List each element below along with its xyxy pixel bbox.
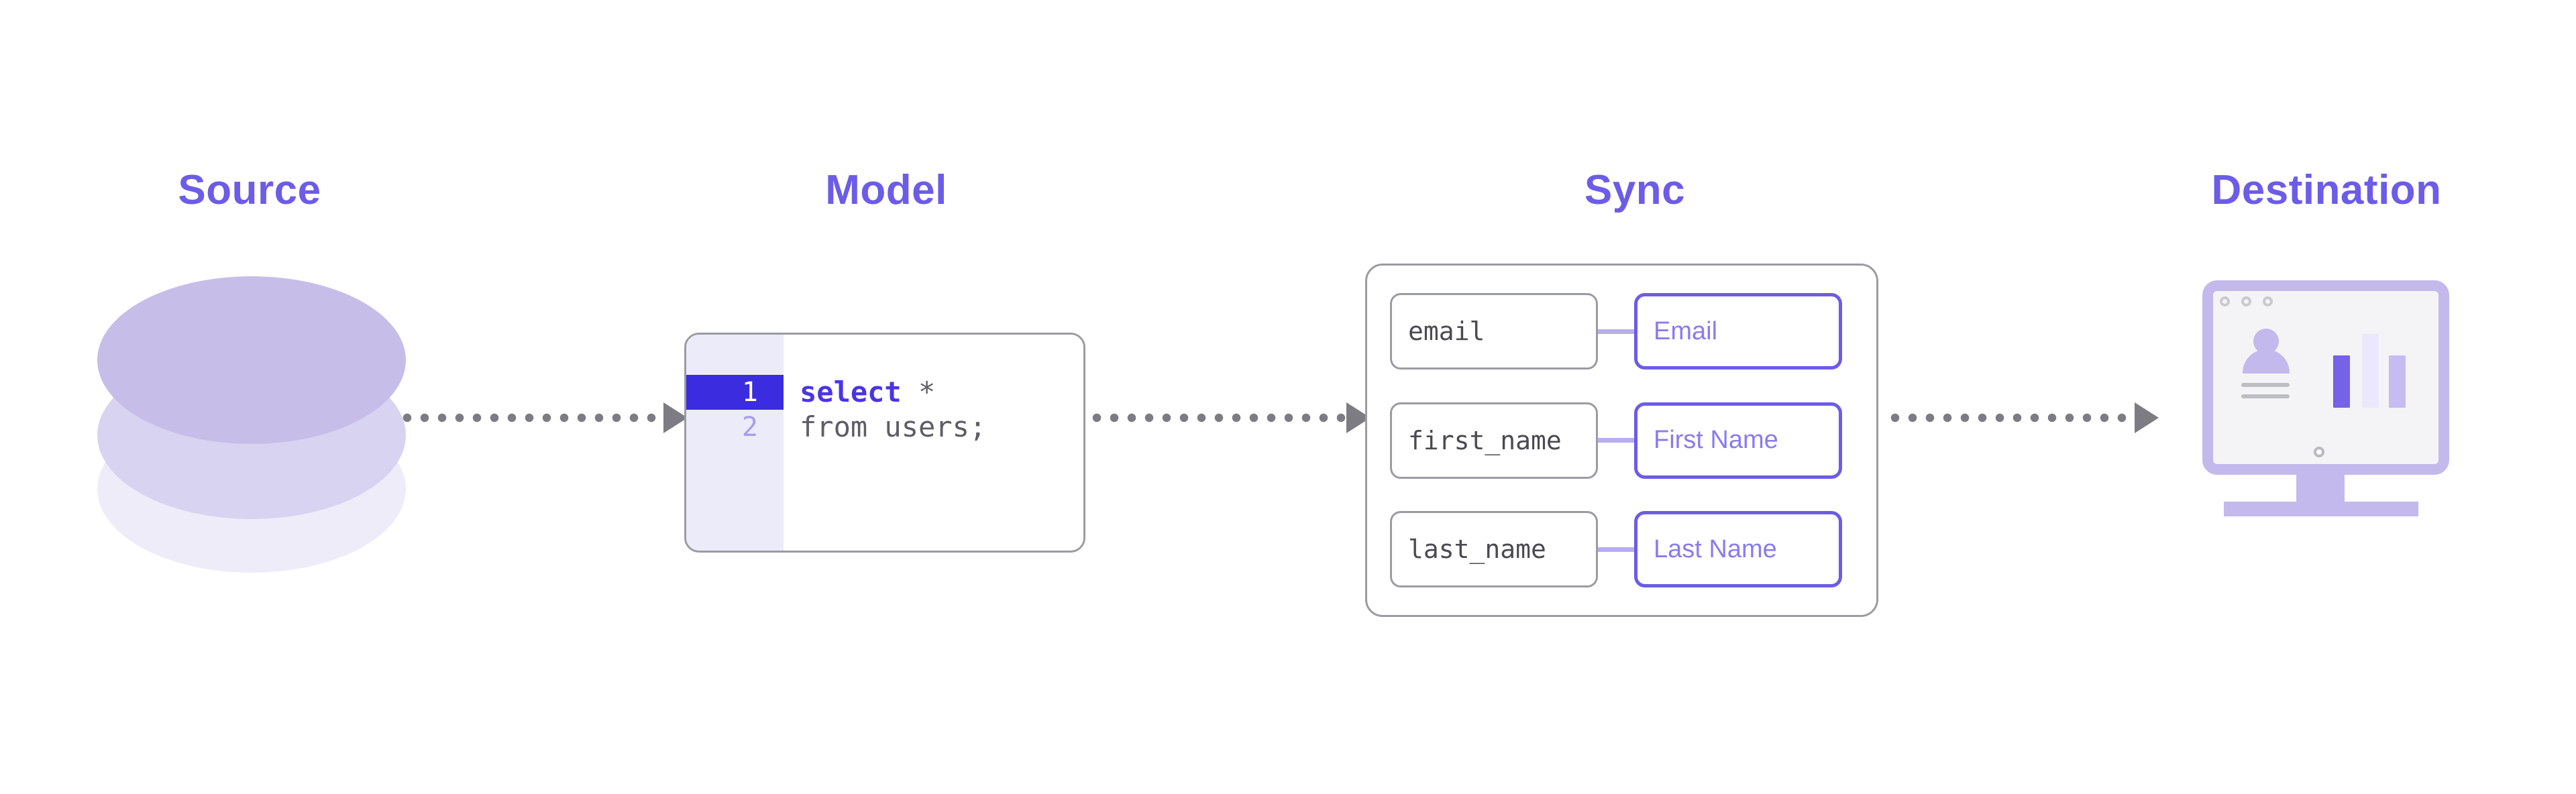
mapping-link-line [1598, 438, 1634, 443]
code-gutter: 1 2 [686, 335, 784, 551]
gutter-line-number-2: 2 [741, 412, 758, 443]
monitor-base [2224, 502, 2418, 516]
flow-arrow-sync-to-destination [1890, 402, 2159, 433]
chart-bar-1 [2333, 355, 2350, 408]
stage-heading-destination: Destination [2211, 167, 2442, 213]
window-dot-icon [2263, 296, 2273, 306]
arrowhead-icon [663, 402, 688, 433]
flow-arrow-model-to-sync [1092, 402, 1371, 433]
dotted-line [402, 413, 665, 422]
target-field-box: Email [1634, 293, 1842, 370]
code-line-2: from users; [784, 410, 1083, 445]
chart-bar-3 [2389, 355, 2406, 408]
sql-code-editor-icon: 1 2 select * from users; [684, 333, 1085, 553]
dotted-line [1890, 413, 2136, 422]
target-field-box: Last Name [1634, 511, 1842, 587]
code-token-rest: from users; [800, 410, 987, 443]
mapping-link-line [1598, 329, 1634, 334]
field-mapping-panel-icon: email Email first_name First Name last_n… [1365, 264, 1878, 617]
target-field-box: First Name [1634, 402, 1842, 479]
window-dot-icon [2220, 296, 2230, 306]
placeholder-text-line [2241, 394, 2290, 398]
stage-heading-model: Model [825, 167, 947, 213]
mapping-row: email Email [1390, 291, 1854, 372]
chart-bar-2 [2362, 334, 2379, 408]
source-field-box: last_name [1390, 511, 1598, 587]
placeholder-text-line [2241, 383, 2290, 387]
stage-heading-source: Source [178, 167, 321, 213]
code-body: select * from users; [784, 335, 1083, 551]
code-line-1: select * [784, 375, 1083, 410]
window-dots-group [2220, 296, 2273, 306]
flow-arrow-source-to-model [402, 402, 688, 433]
code-token-keyword: select [800, 376, 902, 408]
window-dot-icon [2241, 296, 2251, 306]
monitor-bezel [2202, 280, 2449, 475]
mapping-link-line [1598, 547, 1634, 552]
power-indicator-icon [2314, 447, 2324, 457]
code-token-rest: * [901, 376, 936, 408]
gutter-line-number-1: 1 [686, 375, 784, 410]
source-field-box: email [1390, 293, 1598, 370]
source-field-box: first_name [1390, 402, 1598, 479]
database-cylinder-icon [97, 276, 413, 591]
mapping-row: first_name First Name [1390, 400, 1854, 481]
stage-heading-sync: Sync [1584, 167, 1686, 213]
dashboard-monitor-icon [2202, 280, 2464, 549]
arrowhead-icon [2135, 402, 2159, 433]
database-disc-top [97, 276, 406, 444]
dotted-line [1092, 413, 1348, 422]
mapping-row: last_name Last Name [1390, 509, 1854, 589]
